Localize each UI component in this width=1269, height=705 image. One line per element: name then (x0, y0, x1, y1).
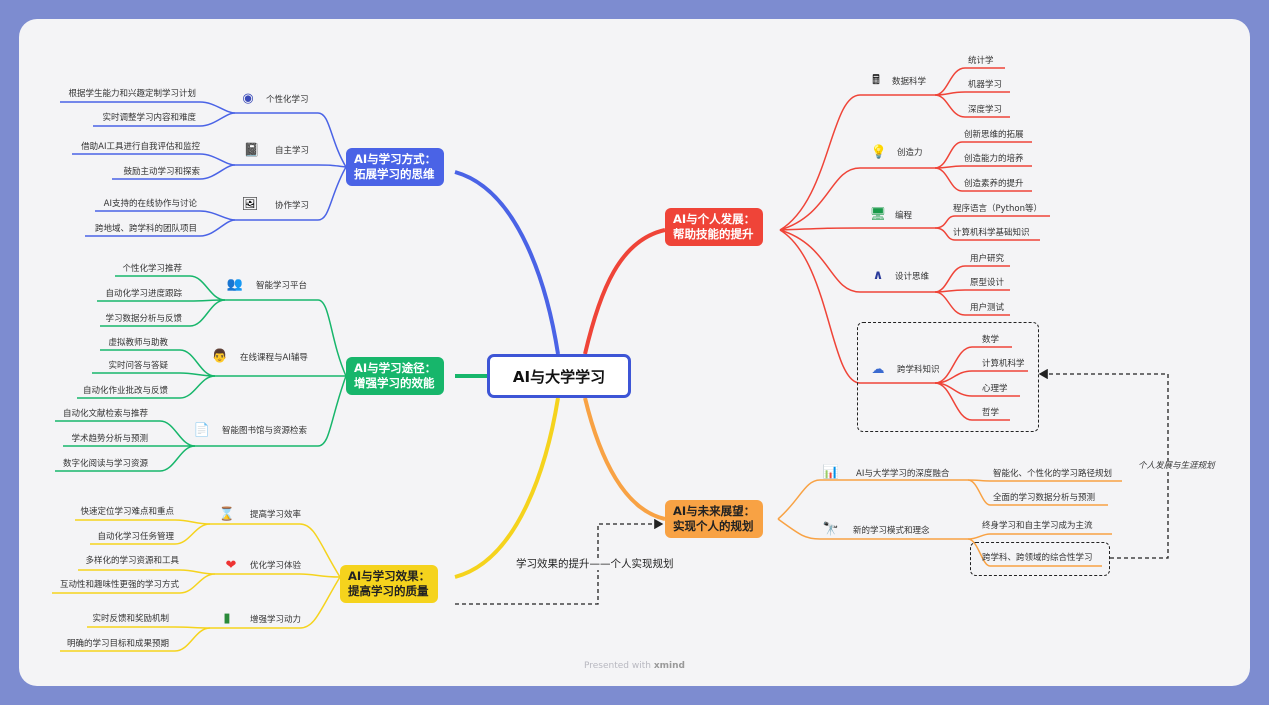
leaf-yellow-2[interactable]: 自动化学习任务管理 (97, 532, 174, 542)
subtopic-design-thinking[interactable]: 设计思维 (895, 272, 930, 282)
leaf-orange-3[interactable]: 终身学习和自主学习成为主流 (982, 521, 1093, 531)
bar-chart-icon: 📊 (822, 465, 840, 480)
monitor-icon: 🖥 (869, 207, 887, 222)
subtopic-smart-library[interactable]: 智能图书馆与资源检索 (222, 426, 308, 436)
leaf-red-1[interactable]: 统计学 (968, 56, 994, 66)
branch-green-line1: AI与学习途径： (354, 361, 437, 375)
subtopic-smart-platform[interactable]: 智能学习平台 (256, 281, 308, 291)
leaf-green-2[interactable]: 自动化学习进度跟踪 (105, 289, 182, 299)
subtopic-personalized-learning[interactable]: 个性化学习 (266, 95, 309, 105)
branch-green[interactable]: AI与学习途径：增强学习的效能 (346, 357, 445, 395)
interdisciplinary-boundary (857, 322, 1039, 432)
mindmap-canvas (19, 19, 1250, 686)
cross-discipline-boundary (970, 542, 1110, 576)
leaf-green-8[interactable]: 学术趋势分析与预测 (71, 434, 148, 444)
compass-icon: ∧ (872, 268, 884, 283)
branch-orange-line2: 实现个人的规划 (673, 519, 754, 533)
leaf-red-9[interactable]: 用户研究 (970, 254, 1005, 264)
branch-red[interactable]: AI与个人发展：帮助技能的提升 (665, 208, 764, 246)
leaf-red-12[interactable]: 数学 (982, 335, 1000, 345)
leaf-red-11[interactable]: 用户测试 (970, 303, 1005, 313)
leaf-red-10[interactable]: 原型设计 (970, 278, 1005, 288)
branch-yellow-line1: AI与学习效果： (348, 569, 431, 583)
leaf-yellow-4[interactable]: 互动性和趣味性更强的学习方式 (59, 580, 179, 590)
relation-label-career[interactable]: 个人发展与生涯规划 (1138, 461, 1215, 472)
document-search-icon: 📄 (193, 423, 211, 438)
branch-yellow-line2: 提高学习的质量 (348, 584, 429, 598)
footer-brand: xmind (653, 661, 685, 671)
branch-orange[interactable]: AI与未来展望：实现个人的规划 (665, 500, 764, 538)
leaf-red-13[interactable]: 计算机科学 (982, 359, 1025, 369)
leaf-green-3[interactable]: 学习数据分析与反馈 (105, 314, 182, 324)
lightbulb-icon: 💡 (870, 145, 888, 160)
leaf-green-1[interactable]: 个性化学习推荐 (122, 264, 182, 274)
presentation-icon: 🖼 (241, 197, 259, 212)
leaf-green-9[interactable]: 数字化阅读与学习资源 (62, 459, 148, 469)
subtopic-collaborative-learning[interactable]: 协作学习 (275, 201, 310, 211)
footer: Presented with xmind (0, 661, 1269, 671)
leaf-green-7[interactable]: 自动化文献检索与推荐 (62, 409, 148, 419)
central-topic[interactable]: AI与大学学习 (487, 354, 631, 398)
leaf-red-4[interactable]: 创新思维的拓展 (964, 130, 1024, 140)
telescope-icon: 🔭 (822, 522, 840, 537)
subtopic-programming[interactable]: 编程 (895, 211, 913, 221)
branch-yellow[interactable]: AI与学习效果：提高学习的质量 (340, 565, 439, 603)
subtopic-data-science[interactable]: 数据科学 (892, 77, 927, 87)
leaf-yellow-1[interactable]: 快速定位学习难点和重点 (80, 507, 174, 517)
user-circle-icon: ◉ (242, 91, 254, 106)
subtopic-self-learning[interactable]: 自主学习 (275, 146, 310, 156)
people-icon: 👥 (226, 277, 244, 292)
leaf-blue-1[interactable]: 根据学生能力和兴趣定制学习计划 (68, 89, 196, 99)
branch-orange-line1: AI与未来展望： (673, 504, 756, 518)
calculator-icon: 🖩 (872, 73, 880, 88)
notebook-icon: 📓 (243, 143, 261, 158)
hearts-icon: ❤ (225, 558, 237, 573)
leaf-red-3[interactable]: 深度学习 (968, 105, 1003, 115)
leaf-red-7[interactable]: 程序语言（Python等） (953, 204, 1042, 214)
subtopic-creativity[interactable]: 创造力 (897, 148, 923, 158)
leaf-blue-4[interactable]: 鼓励主动学习和探索 (123, 167, 200, 177)
leaf-blue-2[interactable]: 实时调整学习内容和难度 (102, 113, 196, 123)
subtopic-online-course[interactable]: 在线课程与AI辅导 (240, 353, 308, 363)
cloud-swap-icon: ☁ (871, 362, 885, 377)
branch-green-line2: 增强学习的效能 (354, 376, 435, 390)
branch-blue[interactable]: AI与学习方式：拓展学习的思维 (346, 148, 445, 186)
branch-blue-line2: 拓展学习的思维 (354, 167, 435, 181)
leaf-blue-6[interactable]: 跨地域、跨学科的团队项目 (94, 224, 197, 234)
leaf-orange-1[interactable]: 智能化、个性化的学习路径规划 (993, 469, 1113, 479)
subtopic-motivation[interactable]: 增强学习动力 (250, 615, 302, 625)
subtopic-experience[interactable]: 优化学习体验 (250, 561, 302, 571)
leaf-red-14[interactable]: 心理学 (982, 384, 1008, 394)
leaf-green-6[interactable]: 自动化作业批改与反馈 (82, 386, 168, 396)
leaf-red-2[interactable]: 机器学习 (968, 80, 1003, 90)
branch-red-line2: 帮助技能的提升 (673, 227, 754, 241)
battery-icon: ▮ (223, 611, 231, 626)
hourglass-icon: ⌛ (218, 507, 236, 522)
subtopic-interdisciplinary[interactable]: 跨学科知识 (897, 365, 940, 375)
leaf-yellow-3[interactable]: 多样化的学习资源和工具 (85, 556, 179, 566)
branch-blue-line1: AI与学习方式： (354, 152, 437, 166)
leaf-blue-5[interactable]: AI支持的在线协作与讨论 (103, 199, 197, 209)
leaf-yellow-6[interactable]: 明确的学习目标和成果预期 (66, 639, 169, 649)
subtopic-new-models[interactable]: 新的学习模式和理念 (853, 526, 930, 536)
footer-presented: Presented with (584, 661, 651, 671)
leaf-red-15[interactable]: 哲学 (982, 408, 1000, 418)
leaf-red-5[interactable]: 创造能力的培养 (964, 154, 1024, 164)
leaf-yellow-5[interactable]: 实时反馈和奖励机制 (92, 614, 169, 624)
branch-red-line1: AI与个人发展： (673, 212, 756, 226)
leaf-red-8[interactable]: 计算机科学基础知识 (953, 228, 1030, 238)
subtopic-deep-integration[interactable]: AI与大学学习的深度融合 (856, 469, 950, 479)
leaf-green-5[interactable]: 实时问答与答疑 (108, 361, 168, 371)
leaf-orange-2[interactable]: 全面的学习数据分析与预测 (993, 493, 1096, 503)
leaf-orange-4[interactable]: 跨学科、跨领域的综合性学习 (982, 553, 1093, 563)
subtopic-efficiency[interactable]: 提高学习效率 (250, 510, 302, 520)
leaf-blue-3[interactable]: 借助AI工具进行自我评估和监控 (81, 142, 200, 152)
teacher-icon: 👨 (211, 349, 229, 364)
leaf-green-4[interactable]: 虚拟教师与助教 (108, 338, 168, 348)
relation-label-effect-plan[interactable]: 学习效果的提升——个人实现规划 (514, 558, 676, 570)
leaf-red-6[interactable]: 创造素养的提升 (964, 179, 1024, 189)
